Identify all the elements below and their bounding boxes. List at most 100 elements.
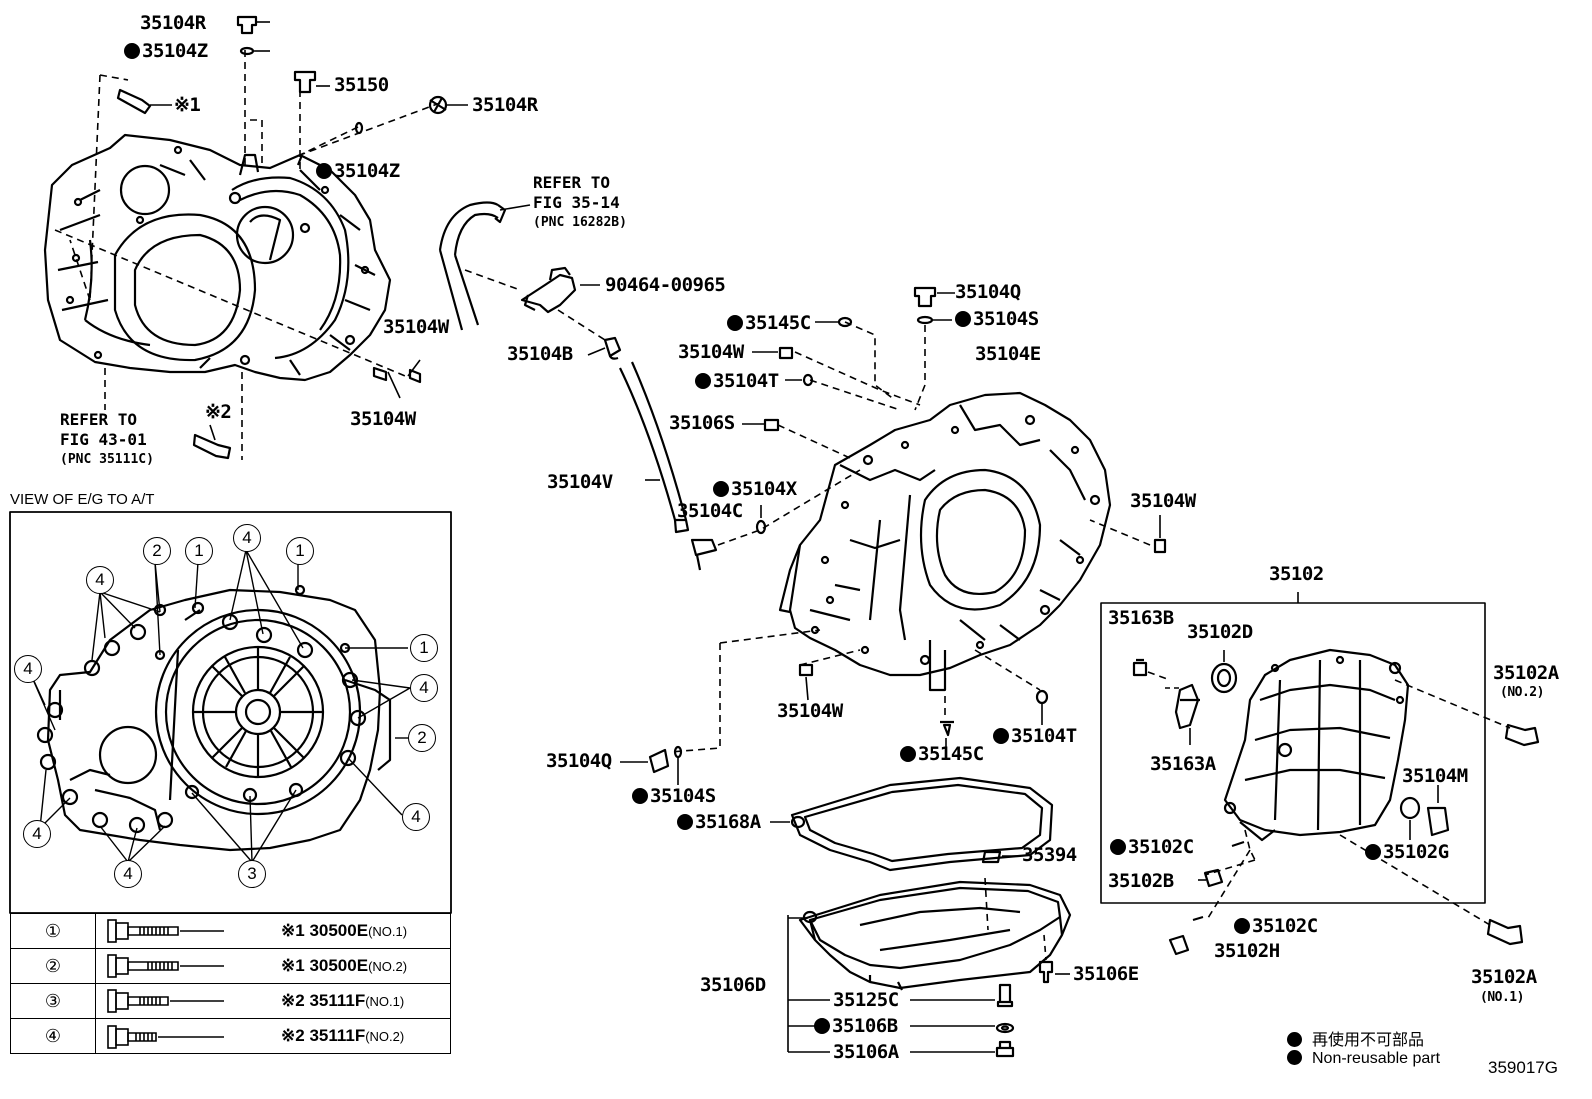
callout-1[interactable]: 1	[185, 537, 213, 565]
label-35145c-top: 35145C	[727, 314, 811, 333]
label-35102h: 35102H	[1214, 940, 1280, 962]
callout-4[interactable]: 4	[14, 655, 42, 683]
label-35106d: 35106D	[700, 974, 766, 996]
table-row: ③ ※2 35111F(NO.1)	[10, 983, 451, 1019]
row-mark: ※2	[281, 1026, 305, 1045]
row-number: ①	[10, 913, 96, 949]
legend-text: Non-reusable part	[1312, 1050, 1441, 1067]
ref-line1: REFER TO	[60, 410, 138, 429]
bolt-legend-table: ① ※1 30500E(NO.1) ② ※1 30500E(NO.2) ③ ※2…	[10, 913, 451, 1054]
label-35104v: 35104V	[547, 471, 613, 493]
label-text: 35102C	[1128, 836, 1194, 858]
label-mark1-top: ※1	[174, 94, 201, 116]
label-35163b: 35163B	[1108, 607, 1174, 629]
label-35104w-c1: 35104W	[678, 341, 744, 363]
callout-4[interactable]: 4	[23, 820, 51, 848]
label-text: 35145C	[918, 743, 984, 765]
non-reusable-dot-icon	[1365, 844, 1381, 860]
row-spec: (NO.2)	[365, 1029, 405, 1044]
label-35102d: 35102D	[1187, 621, 1253, 643]
label-35104w-left1: 35104W	[383, 316, 449, 338]
table-row: ② ※1 30500E(NO.2)	[10, 948, 451, 984]
row-part[interactable]: 35111F	[309, 1026, 366, 1045]
non-reusable-dot-icon	[316, 163, 332, 179]
label-text: 35145C	[745, 312, 811, 334]
center-small-parts	[620, 286, 1167, 785]
label-90464-00965: 90464-00965	[605, 274, 726, 296]
callout-2[interactable]: 2	[408, 724, 436, 752]
label-35102c-2: 35102C	[1234, 917, 1318, 936]
label-35102a-bot-no: (NO.1)	[1480, 990, 1524, 1005]
row-part[interactable]: 30500E	[309, 921, 369, 940]
ref-line1: REFER TO	[533, 173, 611, 192]
non-reusable-dot-icon	[727, 315, 743, 331]
ref-line2: FIG 35-14	[533, 193, 620, 212]
callout-3[interactable]: 3	[238, 860, 266, 888]
label-35104z-top: 35104Z	[124, 42, 208, 61]
label-35106b: 35106B	[814, 1017, 898, 1036]
row-mark: ※2	[281, 991, 305, 1010]
callout-4[interactable]: 4	[233, 524, 261, 552]
callout-1[interactable]: 1	[286, 537, 314, 565]
callout-1[interactable]: 1	[410, 634, 438, 662]
label-text: 35104X	[731, 478, 797, 500]
label-35104q-bot: 35104Q	[546, 750, 612, 772]
label-35104x: 35104X	[713, 480, 797, 499]
label-35102: 35102	[1269, 563, 1324, 585]
row-info: ※1 30500E(NO.2)	[95, 948, 451, 984]
callout-4[interactable]: 4	[86, 566, 114, 594]
ref-pnc: (PNC 16282B)	[533, 215, 627, 230]
non-reusable-dot-icon	[1287, 1032, 1302, 1047]
row-spec: (NO.1)	[368, 924, 408, 939]
row-note: ※2 35111F(NO.1)	[281, 991, 404, 1011]
right-small-parts	[1132, 650, 1540, 956]
row-mark: ※1	[281, 921, 305, 940]
callout-2[interactable]: 2	[143, 537, 171, 565]
label-35102b: 35102B	[1108, 870, 1174, 892]
label-35104e: 35104E	[975, 343, 1041, 365]
label-35125c: 35125C	[833, 989, 899, 1011]
label-text: 35104Z	[142, 40, 208, 62]
non-reusable-dot-icon	[1287, 1050, 1302, 1065]
row-number: ②	[10, 948, 96, 984]
label-text: 35102C	[1252, 915, 1318, 937]
label-text: 35104S	[650, 785, 716, 807]
label-text: 35104Z	[334, 160, 400, 182]
label-35102a-top-no: (NO.2)	[1500, 685, 1544, 700]
label-35104b: 35104B	[507, 343, 573, 365]
non-reusable-dot-icon	[900, 746, 916, 762]
label-35104t-top: 35104T	[695, 372, 779, 391]
label-text: 35168A	[695, 811, 761, 833]
row-note: ※2 35111F(NO.2)	[281, 1026, 404, 1046]
label-text: 35102G	[1383, 841, 1449, 863]
reference-fig-43-01[interactable]: REFER TO FIG 43-01 (PNC 35111C)	[60, 410, 154, 470]
callout-4[interactable]: 4	[402, 803, 430, 831]
reference-fig-35-14[interactable]: REFER TO FIG 35-14 (PNC 16282B)	[533, 173, 627, 233]
label-35106e: 35106E	[1073, 963, 1139, 985]
ref-pnc: (PNC 35111C)	[60, 452, 154, 467]
non-reusable-dot-icon	[814, 1018, 830, 1034]
non-reusable-dot-icon	[1234, 918, 1250, 934]
legend-non-reusable-jp: 再使用不可部品	[1287, 1026, 1424, 1050]
label-35104m: 35104M	[1402, 765, 1468, 787]
label-text: 35104T	[713, 370, 779, 392]
row-part[interactable]: 35111F	[309, 991, 366, 1010]
row-info: ※2 35111F(NO.1)	[95, 983, 451, 1019]
row-number: ④	[10, 1018, 96, 1054]
label-35102a-top: 35102A	[1493, 662, 1559, 684]
label-35104c: 35104C	[677, 500, 743, 522]
row-mark: ※1	[281, 956, 305, 975]
top-left-small-parts	[116, 15, 468, 460]
callout-4[interactable]: 4	[114, 860, 142, 888]
non-reusable-dot-icon	[695, 373, 711, 389]
transaxle-housing-drawing	[43, 133, 392, 382]
non-reusable-dot-icon	[677, 814, 693, 830]
label-35102g: 35102G	[1365, 843, 1449, 862]
table-row: ① ※1 30500E(NO.1)	[10, 913, 451, 949]
row-note: ※1 30500E(NO.1)	[281, 921, 407, 941]
ref-line2: FIG 43-01	[60, 430, 147, 449]
non-reusable-dot-icon	[993, 728, 1009, 744]
callout-4[interactable]: 4	[410, 674, 438, 702]
label-35102c-1: 35102C	[1110, 838, 1194, 857]
row-part[interactable]: 30500E	[309, 956, 369, 975]
